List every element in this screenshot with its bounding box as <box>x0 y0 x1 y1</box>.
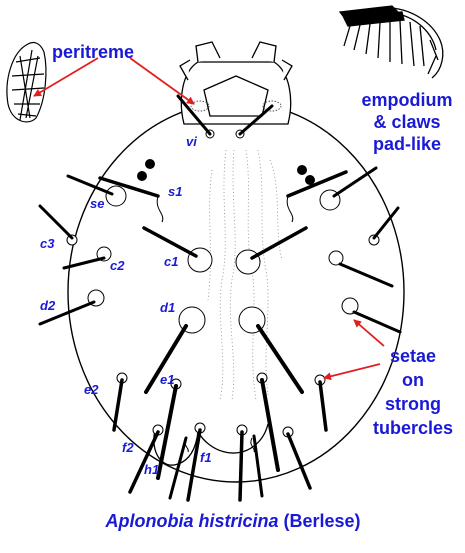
seta-s1-right <box>286 170 348 223</box>
seta-label-f2: f2 <box>122 440 134 455</box>
seta-f2-left <box>128 424 164 494</box>
seta-label-f1: f1 <box>200 450 212 465</box>
seta-c1-left <box>142 226 213 273</box>
label-peritreme: peritreme <box>52 42 134 62</box>
seta-f1-right <box>236 424 248 502</box>
eyes-left <box>137 159 155 181</box>
seta-d2-right <box>341 297 402 334</box>
seta-label-c3: c3 <box>40 236 55 251</box>
seta-h1-left <box>168 436 189 500</box>
seta-e2-left <box>112 372 128 432</box>
seta-c1-right <box>235 226 308 275</box>
arrow-setae-upper <box>353 319 385 347</box>
seta-se-left <box>66 174 127 207</box>
gnathosoma <box>179 41 293 125</box>
seta-d1-left <box>144 306 206 394</box>
label-setae-line4: tubercles <box>373 418 453 438</box>
seta-label-h1: h1 <box>144 462 159 477</box>
seta-label-d1: d1 <box>160 300 175 315</box>
seta-label-se: se <box>90 196 104 211</box>
seta-label-vi: vi <box>186 134 197 149</box>
seta-label-c1: c1 <box>164 254 178 269</box>
title-species: Aplonobia histricina <box>104 511 278 531</box>
seta-e1-left <box>156 378 182 480</box>
label-empodium-line1: empodium <box>361 90 452 110</box>
body-outline <box>67 101 405 483</box>
label-setae-line3: strong <box>385 394 441 414</box>
figure-title: Aplonobia histricina (Berlese) <box>104 511 360 531</box>
seta-vi-left <box>176 94 215 139</box>
label-empodium-line3: pad-like <box>373 134 441 154</box>
arrow-peritreme-body <box>129 57 195 105</box>
arrow-setae-lower <box>323 363 381 381</box>
seta-label-s1: s1 <box>168 184 182 199</box>
seta-f2-right <box>282 426 312 490</box>
seta-c2-left <box>62 246 112 270</box>
peritreme-inset-drawing <box>6 41 47 123</box>
seta-f1-left <box>186 422 206 502</box>
empodium-claws-inset-drawing <box>338 5 444 79</box>
seta-label-e2: e2 <box>84 382 99 397</box>
seta-c3-right <box>368 206 400 246</box>
title-author: (Berlese) <box>278 511 360 531</box>
seta-h1-right <box>250 434 264 498</box>
peritreme-left <box>190 100 210 112</box>
seta-label-c2: c2 <box>110 258 125 273</box>
seta-se-right <box>319 166 378 211</box>
label-setae-line1: setae <box>390 346 436 366</box>
seta-d1-right <box>238 306 304 394</box>
arrow-peritreme-inset <box>33 57 99 97</box>
seta-vi-right <box>235 104 274 139</box>
seta-s1-left <box>98 176 164 223</box>
eyes-right <box>297 165 315 185</box>
seta-c3-left <box>38 204 78 246</box>
dorsal-stipple-pattern <box>207 149 283 401</box>
seta-label-e1: e1 <box>160 372 174 387</box>
seta-d2-left <box>38 289 105 326</box>
label-empodium-line2: & claws <box>373 112 440 132</box>
seta-label-d2: d2 <box>40 298 56 313</box>
seta-e2-right <box>314 374 328 432</box>
label-setae-line2: on <box>402 370 424 390</box>
peritreme-right <box>262 100 282 112</box>
arrows <box>33 57 385 381</box>
seta-c2-right <box>328 250 394 288</box>
seta-e1-right <box>256 372 280 472</box>
